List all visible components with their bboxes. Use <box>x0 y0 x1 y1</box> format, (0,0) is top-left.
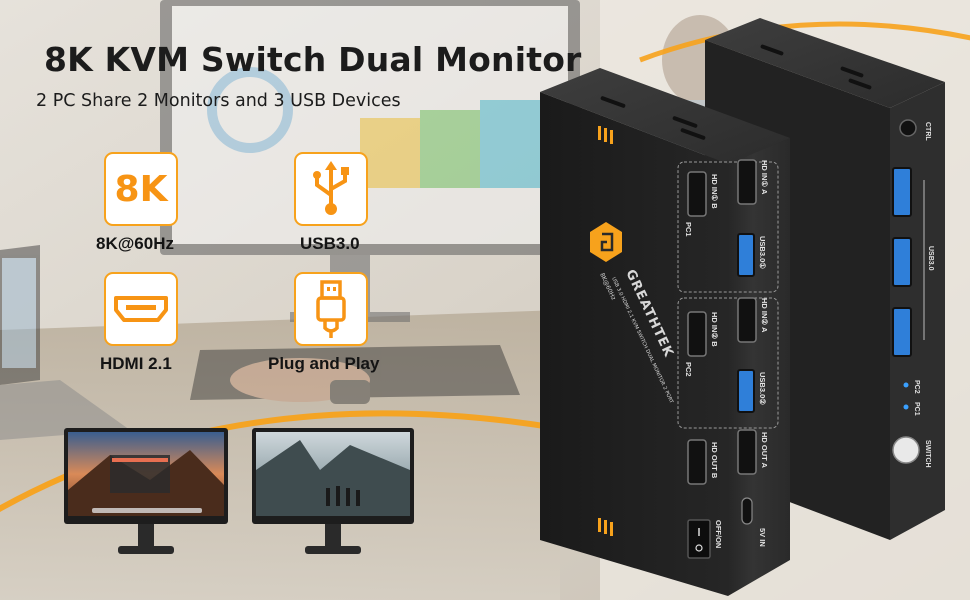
feature-8k-label: 8K@60Hz <box>96 234 174 253</box>
led-pc2-label: PC2 <box>913 380 920 394</box>
monitor-left <box>64 428 228 554</box>
hdmi-out-b-label: HD OUT B <box>710 442 719 479</box>
feature-usb-label: USB3.0 <box>300 234 360 253</box>
8k-icon-text: 8K <box>114 168 168 210</box>
hdmi-out-a-label: HD OUT A <box>760 432 769 469</box>
feature-plug: Plug and Play <box>268 272 468 402</box>
hdmi-in1-a-port <box>737 159 757 205</box>
led-pc1-label: PC1 <box>913 402 920 416</box>
usb-pc2-port <box>737 369 755 413</box>
pc2-label: PC2 <box>684 362 693 377</box>
rear-panel-labels: CTRL USB3.0 PC2 PC1 SWITCH <box>913 122 934 468</box>
usb-pc1-port <box>737 233 755 277</box>
hdmi-in2-b-port <box>687 311 707 357</box>
ctrl-port <box>899 119 917 137</box>
power-switch-label: OFF/ON <box>714 520 723 548</box>
pc1-group-box <box>677 161 779 293</box>
hdmi-in2-a-port <box>737 297 757 343</box>
hdmi-in2-b-label: HD IN② B <box>710 312 719 347</box>
hdmi-out-b-port <box>687 439 707 485</box>
kvm-switch-front <box>540 68 790 596</box>
led-pc2-icon <box>903 382 909 388</box>
feature-usb: USB3.0 <box>288 152 488 282</box>
power-in-label: 5V IN <box>758 528 767 547</box>
hdmi-out-a-port <box>737 429 757 475</box>
feature-plug-label: Plug and Play <box>268 354 380 373</box>
hdmi-in2-a-label: HD IN② A <box>760 298 769 333</box>
hdmi-in1-b-label: HD IN① B <box>710 174 719 209</box>
background-monitor <box>160 0 580 322</box>
rear-usb-port-2 <box>892 237 912 287</box>
feature-hdmi-label: HDMI 2.1 <box>100 354 172 373</box>
feature-hdmi: HDMI 2.1 <box>96 272 296 402</box>
power-rocker-switch[interactable] <box>687 519 711 559</box>
background-laptop <box>0 245 130 440</box>
background-keyboard <box>190 345 520 404</box>
accent-arc <box>0 410 621 513</box>
headline-title: 8K KVM Switch Dual Monitor <box>44 40 582 79</box>
hdmi-in1-a-label: HD IN① A <box>760 160 769 195</box>
usb-pc1-label: USB3.0① <box>758 236 767 269</box>
pc2-group-box <box>677 297 779 429</box>
monitor-right <box>252 428 414 554</box>
8k-icon: 8K <box>104 152 178 226</box>
hdmi-in1-b-port <box>687 171 707 217</box>
led-pc1-icon <box>903 404 909 410</box>
rear-panel <box>892 119 925 464</box>
usb-c-power-port <box>741 497 753 525</box>
hdmi-port-icon <box>104 272 178 346</box>
usb-plug-icon <box>294 272 368 346</box>
pc1-label: PC1 <box>684 222 693 237</box>
rear-usb-label: USB3.0 <box>927 246 934 271</box>
accent-arc-top <box>639 21 970 63</box>
switch-label: SWITCH <box>924 440 931 468</box>
usb-pc2-label: USB3.0② <box>758 372 767 405</box>
ctrl-label: CTRL <box>924 122 931 141</box>
front-panel-ports <box>677 159 779 559</box>
usb-symbol-icon <box>294 152 368 226</box>
rear-usb-port-3 <box>892 307 912 357</box>
headline-subtitle: 2 PC Share 2 Monitors and 3 USB Devices <box>36 91 401 111</box>
rear-usb-port-1 <box>892 167 912 217</box>
feature-8k: 8K 8K@60Hz <box>96 152 296 282</box>
switch-button[interactable] <box>892 436 920 464</box>
brand-logo <box>590 222 622 262</box>
front-panel-labels: PC1 HD IN① B HD IN① A USB3.0① PC2 HD IN②… <box>684 160 769 548</box>
